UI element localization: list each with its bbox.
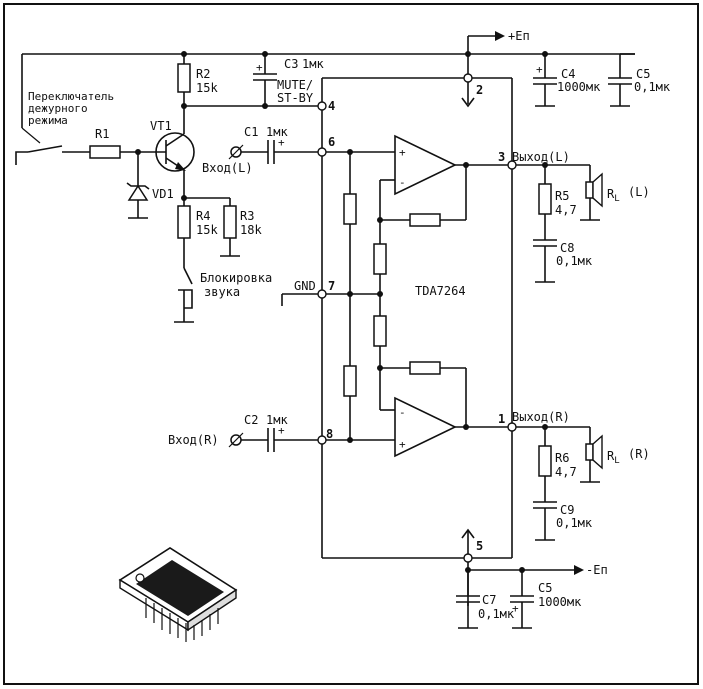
c7-value: 0,1мк (478, 607, 515, 621)
svg-text:+: + (399, 146, 406, 159)
c5-top-capacitor (608, 53, 635, 107)
c4-value: 1000мк (557, 80, 601, 94)
pin-5-number: 5 (476, 539, 483, 553)
switch-label-2: дежурного (28, 102, 88, 115)
input-r: + (228, 424, 327, 452)
output-l-network (516, 162, 603, 283)
c5-bottom-value: 1000мк (538, 595, 582, 609)
c9-label: C9 (560, 503, 574, 517)
pin-8-number: 8 (326, 427, 333, 441)
supply-pos-label: +Eп (508, 29, 530, 43)
pin-4-number: 4 (328, 99, 335, 113)
pin-6-number: 6 (328, 135, 335, 149)
c5-top-value: 0,1мк (634, 80, 671, 94)
svg-text:-: - (399, 406, 406, 419)
page-frame (3, 3, 699, 685)
pin-7-number: 7 (328, 279, 335, 293)
output-r-label: Выход(R) (512, 410, 570, 424)
c1-value: 1мк (266, 125, 288, 139)
svg-text:+: + (536, 63, 543, 76)
output-r-network (516, 424, 603, 541)
input-l-label: Вход(L) (202, 161, 253, 175)
chip-outline (321, 77, 513, 559)
r2-label: R2 (196, 67, 210, 81)
input-l: + (228, 136, 327, 164)
c9-value: 0,1мк (556, 516, 593, 530)
r4-resistor (177, 195, 230, 268)
rl-r-label: RL (607, 449, 620, 466)
internal-input-network (326, 149, 395, 443)
c3-capacitor: + (253, 54, 277, 106)
top-rail (21, 31, 635, 90)
r2-resistor (177, 54, 191, 128)
svg-text:+: + (278, 136, 285, 149)
c8-label: C8 (560, 241, 574, 255)
r3-value: 18k (240, 223, 262, 237)
output-l-label: Выход(L) (512, 150, 570, 164)
block-label-1: Блокировка (200, 271, 272, 285)
r2-value: 15k (196, 81, 218, 95)
c7-capacitor (456, 570, 480, 629)
r1-resistor (89, 145, 166, 159)
pin-3-number: 3 (498, 150, 505, 164)
pin-2 (461, 54, 475, 108)
r5-value: 4,7 (555, 203, 577, 217)
svg-text:+: + (512, 602, 519, 615)
rl-r-channel: (R) (628, 447, 650, 461)
c3-label: C3 (284, 57, 298, 71)
pin-4 (181, 101, 327, 111)
rl-l-channel: (L) (628, 185, 650, 199)
c4-label: C4 (561, 67, 575, 81)
r1-label: R1 (95, 127, 109, 141)
input-r-label: Вход(R) (168, 433, 219, 447)
svg-text:+: + (256, 61, 263, 74)
c8-value: 0,1мк (556, 254, 593, 268)
c5-top-label: C5 (636, 67, 650, 81)
gnd-label: GND (294, 279, 316, 293)
c4-capacitor: + (533, 54, 557, 107)
mute-label: MUTE/ (277, 78, 313, 92)
c2-value: 1мк (266, 413, 288, 427)
opamp-left: + - (373, 134, 517, 316)
c7-label: C7 (482, 593, 496, 607)
mute-button (174, 267, 194, 323)
svg-text:-: - (399, 176, 406, 189)
r5-label: R5 (555, 189, 569, 203)
switch-label-3: режима (28, 114, 68, 127)
r3-label: R3 (240, 209, 254, 223)
r3-resistor (220, 198, 240, 257)
svg-text:+: + (399, 438, 406, 451)
opamp-right: - + (373, 315, 517, 458)
c5-bottom-label: C5 (538, 581, 552, 595)
svg-text:+: + (278, 424, 285, 437)
rl-l-label: RL (607, 187, 620, 204)
chip-name: TDA7264 (415, 284, 466, 298)
standby-switch (15, 90, 90, 165)
pin-2-number: 2 (476, 83, 483, 97)
supply-neg-label: -Eп (586, 563, 608, 577)
switch-label-1: Переключатель (28, 90, 114, 103)
vt1-label: VT1 (150, 119, 172, 133)
vd1-label: VD1 (152, 187, 174, 201)
c2-label: C2 (244, 413, 258, 427)
stby-label: ST-BY (277, 91, 314, 105)
r6-value: 4,7 (555, 465, 577, 479)
r4-label: R4 (196, 209, 210, 223)
r4-value: 15k (196, 223, 218, 237)
c3-value: 1мк (302, 57, 324, 71)
vd1-zener (126, 152, 150, 219)
block-label-2: звука (204, 285, 240, 299)
pin-1-number: 1 (498, 412, 505, 426)
c5-bottom-capacitor: + (510, 570, 534, 629)
c1-label: C1 (244, 125, 258, 139)
chip-package-illustration (118, 547, 238, 642)
r6-label: R6 (555, 451, 569, 465)
